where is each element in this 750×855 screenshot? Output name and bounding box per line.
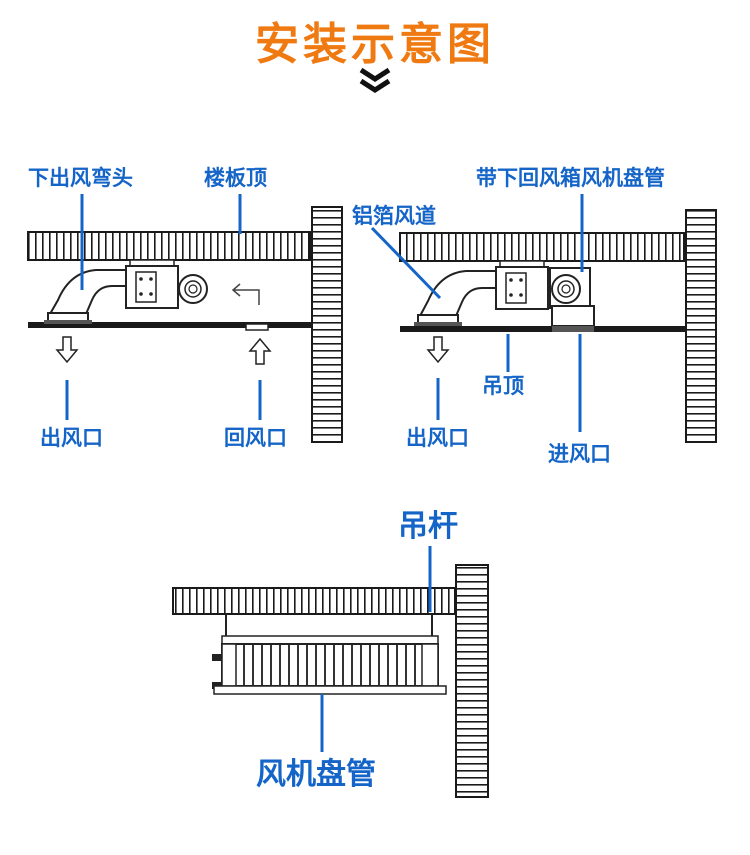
slab-3	[172, 587, 456, 615]
arrow-corner-icon	[231, 283, 260, 305]
return-grille-1	[245, 323, 269, 331]
ceiling-line-2	[400, 326, 686, 332]
label-foil-duct: 铝箔风道	[352, 204, 436, 228]
slab-2	[399, 232, 685, 262]
fan-coil-unit-3	[212, 614, 447, 695]
label-inlet-2: 进风口	[548, 442, 611, 466]
arrow-down-icon	[55, 336, 79, 364]
label-outlet-bend: 下出风弯头	[28, 166, 133, 190]
fan-coil-unit-1	[125, 259, 208, 309]
slab-1	[27, 231, 311, 261]
wall-1	[311, 206, 343, 443]
label-ceiling: 吊顶	[482, 374, 524, 398]
diagram3	[172, 546, 489, 798]
page-title: 安装示意图	[255, 19, 495, 70]
return-box-2	[551, 305, 595, 327]
outlet-bend-1	[44, 269, 127, 324]
wall-2	[685, 209, 717, 443]
label-return-1: 回风口	[224, 426, 287, 450]
fan-coil-unit-2	[495, 260, 595, 332]
label-unit-with-return-box: 带下回风箱风机盘管	[476, 166, 665, 190]
diagram2	[370, 194, 717, 443]
arrow-up-icon	[248, 337, 272, 365]
leader-duct-2	[370, 226, 442, 300]
wall-3	[455, 564, 489, 798]
double-chevron-down-icon	[359, 67, 391, 93]
foil-duct-2	[414, 270, 497, 326]
label-outlet-1: 出风口	[40, 426, 103, 450]
arrow-down-icon	[426, 336, 450, 364]
label-fan-coil-unit: 风机盘管	[256, 757, 376, 792]
label-outlet-2: 出风口	[406, 426, 469, 450]
label-floor-slab: 楼板顶	[204, 166, 267, 190]
label-hanger-rod: 吊杆	[398, 509, 458, 544]
diagram1	[27, 194, 343, 443]
ceiling-line-1	[28, 322, 312, 328]
